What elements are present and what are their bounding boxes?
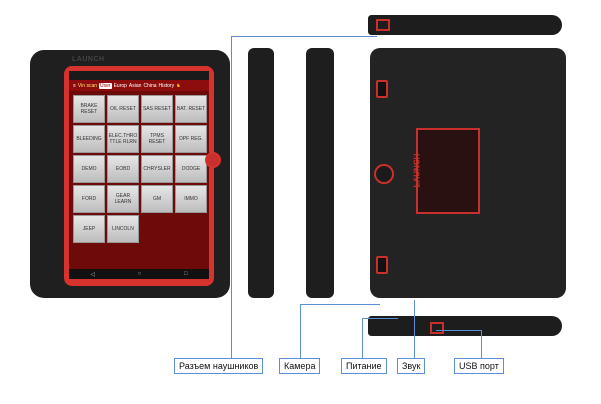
back-icon[interactable]: ◁ (90, 271, 95, 278)
tile-gear-learn[interactable]: GEAR LEARN (107, 185, 139, 213)
callout-line (436, 330, 482, 331)
back-brand-logo: LAUNCH (412, 153, 422, 188)
callout-line (300, 304, 301, 358)
callout-usb: USB порт (454, 358, 504, 374)
tile-demo[interactable]: DEMO (73, 155, 105, 183)
tile-jeep[interactable]: JEEP (73, 215, 105, 243)
function-grid: BRAKE RESET OIL RESET SAS RESET BAT. RES… (73, 95, 207, 243)
bracket-clip (376, 80, 388, 98)
callout-line (414, 300, 415, 358)
tile-chrysler[interactable]: CHRYSLER (141, 155, 173, 183)
status-bar (69, 71, 209, 80)
callout-power: Питание (341, 358, 387, 374)
camera-lens (374, 164, 394, 184)
callout-sound: Звук (397, 358, 426, 374)
tile-lincoln[interactable]: LINCOLN (107, 215, 139, 243)
product-label-plate: LAUNCH (412, 128, 480, 214)
screen: ≡ Vin scan User Europ Asian China Histor… (69, 71, 209, 279)
tab-history[interactable]: History (158, 82, 175, 89)
tile-brake-reset[interactable]: BRAKE RESET (73, 95, 105, 123)
tab-bar: ≡ Vin scan User Europ Asian China Histor… (69, 80, 209, 91)
nav-bar: ◁ ○ □ (69, 269, 209, 279)
tab-vin-scan[interactable]: Vin scan (77, 82, 98, 89)
tile-tpms-reset[interactable]: TPMS RESET (141, 125, 173, 153)
bracket-clip (376, 256, 388, 274)
callout-line (231, 36, 377, 37)
callout-line (362, 318, 398, 319)
tile-sas-reset[interactable]: SAS RESET (141, 95, 173, 123)
usb-port (430, 322, 444, 334)
callout-line (481, 330, 482, 358)
headphone-jack (376, 19, 390, 31)
tile-dodge[interactable]: DODGE (175, 155, 207, 183)
callout-line (362, 318, 363, 358)
top-edge-view (368, 15, 562, 35)
side-view-left (248, 48, 274, 298)
tab-china[interactable]: China (143, 82, 157, 89)
tile-oil-reset[interactable]: OIL RESET (107, 95, 139, 123)
callout-line (300, 304, 380, 305)
home-icon[interactable]: ○ (137, 271, 142, 277)
tile-bat-reset[interactable]: BAT. RESET (175, 95, 207, 123)
callout-headphones: Разъем наушников (174, 358, 264, 374)
tab-user[interactable]: User (99, 82, 112, 89)
tile-immo[interactable]: IMMO (175, 185, 207, 213)
tile-ford[interactable]: FORD (73, 185, 105, 213)
tile-elec-throttle[interactable]: ELEC.THRO TTLE RLRN (107, 125, 139, 153)
side-view-right (306, 48, 334, 298)
recent-icon[interactable]: □ (184, 271, 188, 277)
callout-line (231, 36, 232, 358)
callout-camera: Камера (279, 358, 321, 374)
horse-icon[interactable]: ♞ (176, 82, 181, 89)
tile-eobd[interactable]: EOBD (107, 155, 139, 183)
tab-europ[interactable]: Europ (113, 82, 127, 89)
tile-dpf-reg[interactable]: DPF REG. (175, 125, 207, 153)
tile-bleeding[interactable]: BLEEDING (73, 125, 105, 153)
bottom-edge-view (368, 316, 562, 336)
hardware-home-button (205, 152, 221, 168)
brand-logo: LAUNCH (72, 56, 105, 63)
tab-asian[interactable]: Asian (128, 82, 142, 89)
menu-icon[interactable]: ≡ (73, 82, 76, 89)
tile-gm[interactable]: GM (141, 185, 173, 213)
